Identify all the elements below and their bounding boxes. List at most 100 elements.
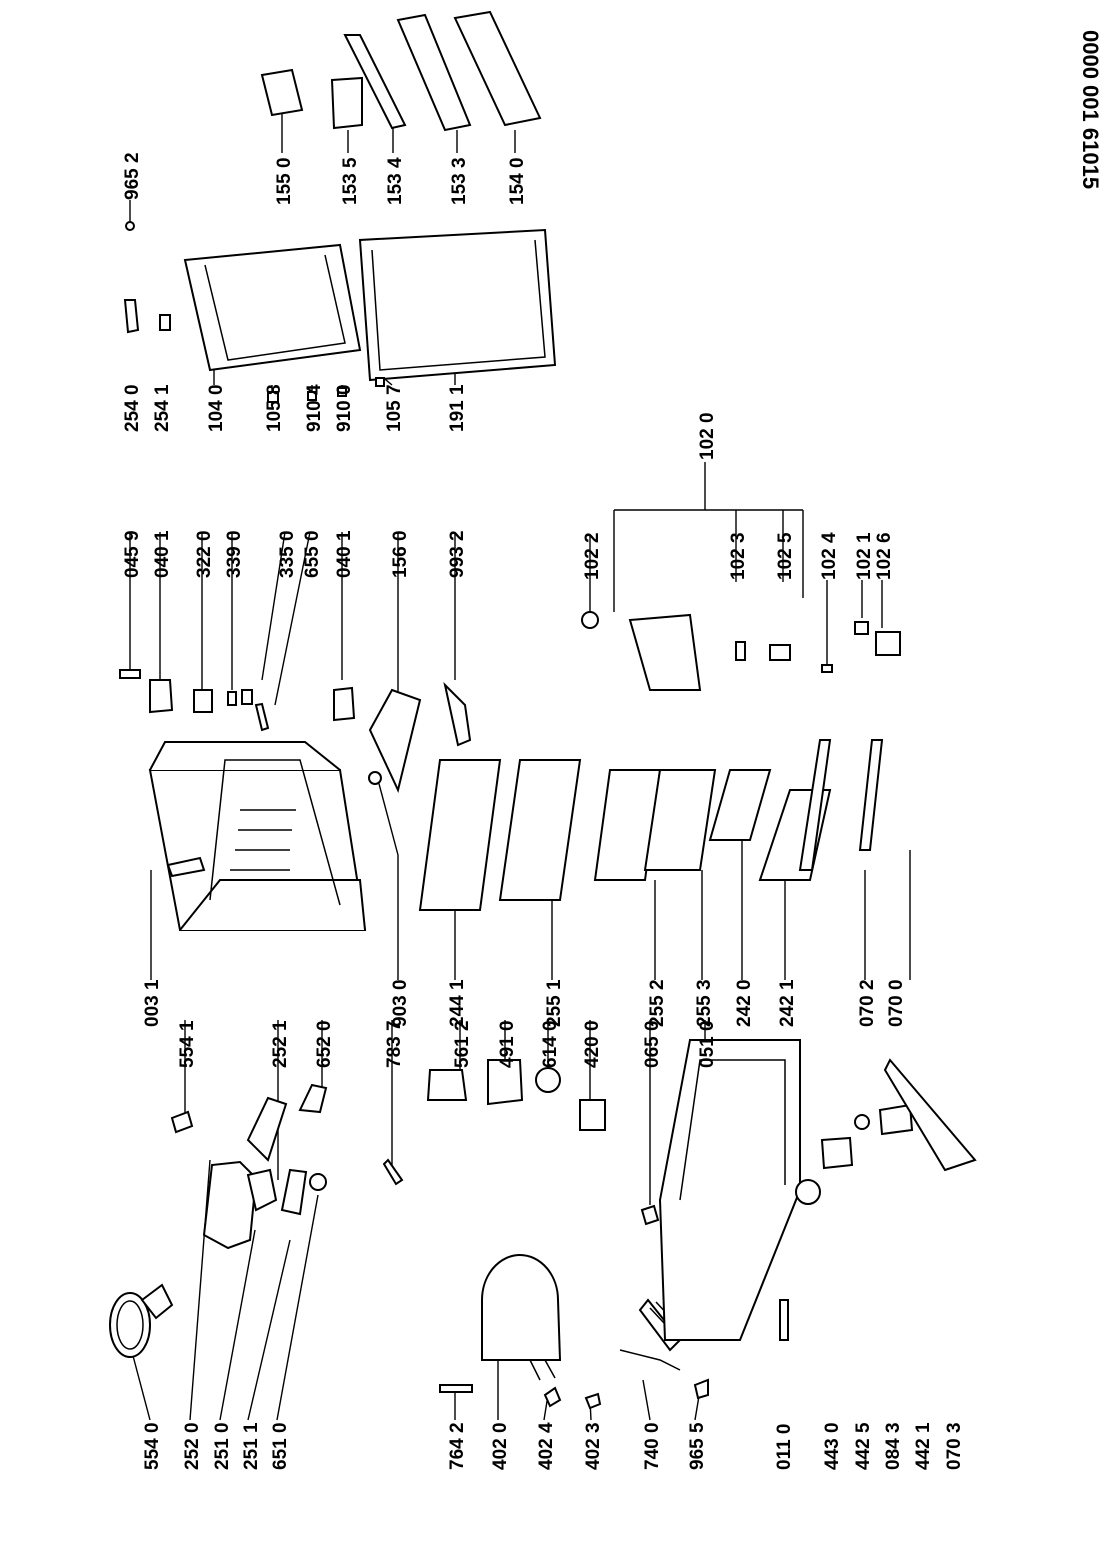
part-label: 102 5 bbox=[775, 532, 796, 580]
part-191-1-gasket bbox=[358, 228, 557, 382]
part-label: 011 0 bbox=[774, 1424, 795, 1471]
part-label: 251 1 bbox=[241, 1422, 262, 1470]
part-040-1-hinge-top bbox=[149, 679, 174, 714]
part-102-5-plate bbox=[769, 644, 791, 661]
part-065-0-grommet bbox=[640, 1204, 660, 1226]
part-label: 154 0 bbox=[507, 157, 528, 205]
part-label: 252 1 bbox=[270, 1020, 291, 1068]
part-402-3-clip bbox=[584, 1392, 602, 1410]
part-105-7-pin bbox=[375, 377, 385, 387]
part-label: 065 0 bbox=[642, 1020, 663, 1068]
part-102-1-knob bbox=[854, 621, 869, 635]
part-label: 965 2 bbox=[122, 152, 143, 200]
part-402-4-clip bbox=[543, 1386, 562, 1408]
part-label: 491 0 bbox=[497, 1020, 518, 1068]
part-070-3-plinth bbox=[883, 1058, 977, 1172]
part-003-1-cabinet bbox=[148, 741, 367, 931]
part-label: 105 7 bbox=[384, 384, 405, 432]
part-label: 102 0 bbox=[697, 412, 718, 460]
part-label: 242 1 bbox=[777, 979, 798, 1027]
part-label: 102 3 bbox=[728, 532, 749, 580]
part-label: 402 4 bbox=[536, 1422, 557, 1470]
part-label: 651 0 bbox=[270, 1422, 291, 1470]
part-102-4-clip bbox=[821, 664, 833, 673]
part-label: 442 1 bbox=[913, 1422, 934, 1470]
part-011-0-screw bbox=[779, 1299, 789, 1341]
part-label: 102 2 bbox=[582, 532, 603, 580]
part-764-2-tube bbox=[439, 1384, 473, 1393]
part-drawings bbox=[109, 10, 977, 1410]
part-labels: 554 0 252 0 251 0 251 1 651 0 554 1 252 … bbox=[122, 152, 965, 1470]
part-070-2-trim bbox=[798, 739, 832, 871]
part-155-0-egg-tray bbox=[260, 68, 304, 117]
part-label: 045 9 bbox=[122, 530, 143, 578]
part-label: 554 1 bbox=[177, 1020, 198, 1068]
part-783-7-tube bbox=[382, 1158, 404, 1186]
part-label: 102 1 bbox=[854, 532, 875, 580]
part-label: 783 7 bbox=[384, 1020, 405, 1068]
part-244-1-shelf bbox=[418, 759, 502, 911]
part-label: 614 0 bbox=[540, 1020, 561, 1068]
part-label: 740 0 bbox=[642, 1422, 663, 1470]
part-040-1-hinge-bottom bbox=[333, 686, 356, 722]
part-label: 764 2 bbox=[447, 1422, 468, 1470]
part-label: 105 8 bbox=[264, 384, 285, 432]
part-label: 903 0 bbox=[390, 979, 411, 1027]
part-554-0-ring bbox=[109, 1283, 174, 1358]
part-965-5-clip bbox=[693, 1378, 709, 1400]
part-910-4-screw bbox=[307, 391, 317, 401]
part-label: 993 2 bbox=[447, 530, 468, 578]
part-335-0-screw bbox=[241, 689, 253, 705]
part-402-0-compressor bbox=[481, 1254, 562, 1381]
part-label: 322 0 bbox=[194, 530, 215, 578]
part-label: 655 0 bbox=[302, 530, 323, 578]
part-label: 156 0 bbox=[390, 530, 411, 578]
part-label: 335 0 bbox=[277, 530, 298, 578]
part-label: 244 1 bbox=[447, 979, 468, 1027]
part-label: 070 2 bbox=[857, 979, 878, 1027]
part-153-5-bin bbox=[330, 76, 363, 130]
part-252-1-cover bbox=[246, 1096, 288, 1162]
part-label: 102 6 bbox=[874, 532, 895, 580]
part-965-2-stud bbox=[125, 221, 135, 231]
part-554-1-clip bbox=[170, 1110, 194, 1134]
part-442-5-motor bbox=[820, 1136, 854, 1170]
part-label: 102 4 bbox=[819, 532, 840, 580]
part-910-0-screw bbox=[337, 387, 347, 397]
part-652-0-switch bbox=[298, 1083, 328, 1114]
part-102-6-switch bbox=[875, 631, 901, 656]
part-993-2-brush bbox=[443, 681, 472, 747]
part-420-0-capacitor bbox=[579, 1099, 606, 1131]
part-084-3-bush bbox=[854, 1114, 870, 1130]
part-label: 652 0 bbox=[314, 1020, 335, 1068]
part-322-0-bracket bbox=[193, 689, 213, 713]
part-255-3-shelf bbox=[643, 769, 717, 871]
part-102-2-cap bbox=[581, 611, 599, 629]
part-label: 242 0 bbox=[734, 979, 755, 1027]
part-label: 561 2 bbox=[452, 1020, 473, 1068]
part-label: 084 3 bbox=[883, 1422, 904, 1470]
part-label: 153 5 bbox=[340, 157, 361, 205]
part-label: 402 0 bbox=[490, 1422, 511, 1470]
part-label: 153 3 bbox=[449, 157, 470, 205]
part-label: 965 5 bbox=[687, 1422, 708, 1470]
part-label: 051 0 bbox=[697, 1020, 718, 1068]
part-label: 442 5 bbox=[853, 1422, 874, 1470]
part-label: 070 0 bbox=[886, 979, 907, 1027]
document-number: 0000 001 61015 bbox=[1078, 30, 1100, 189]
part-label: 191 1 bbox=[447, 384, 468, 432]
part-label: 003 1 bbox=[142, 979, 163, 1027]
part-651-0-bulb bbox=[309, 1173, 327, 1191]
part-label: 339 0 bbox=[224, 530, 245, 578]
part-label: 254 1 bbox=[152, 384, 173, 432]
part-442-1-bracket bbox=[878, 1103, 914, 1136]
part-label: 910 0 bbox=[334, 384, 355, 432]
part-label: 104 0 bbox=[206, 384, 227, 432]
part-903-0-cap bbox=[368, 771, 382, 785]
part-153-3-bin bbox=[396, 13, 472, 132]
part-242-0-crisper bbox=[708, 769, 772, 841]
part-label: 070 3 bbox=[944, 1422, 965, 1470]
part-339-0-screw bbox=[227, 691, 237, 706]
part-label: 910 4 bbox=[304, 384, 325, 432]
